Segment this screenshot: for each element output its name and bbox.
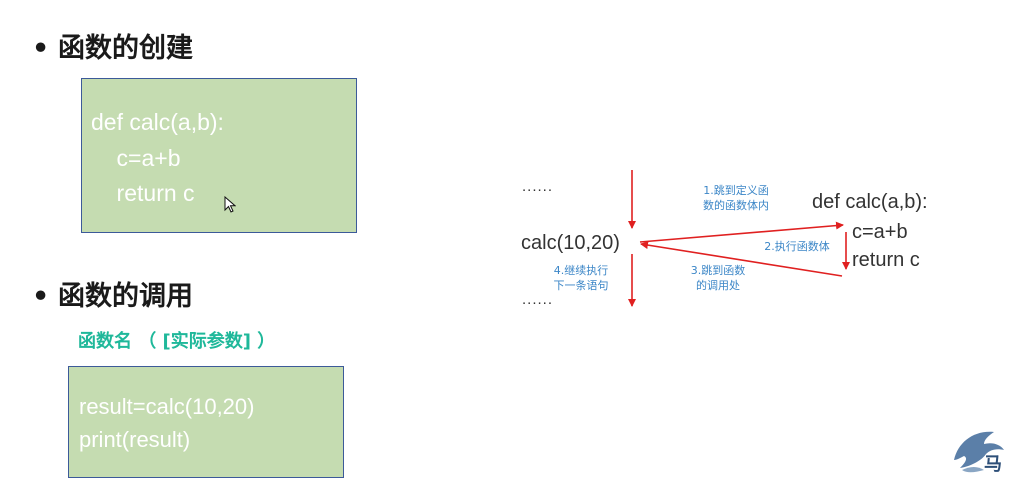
step1-note: 1.跳到定义函 数的函数体内 xyxy=(686,183,786,213)
call-title-text: 函数的调用 xyxy=(58,281,193,312)
step4-line1: 4.继续执行 xyxy=(553,264,609,277)
bullet-dot: • xyxy=(32,281,50,312)
body-line-return: return c xyxy=(852,249,920,271)
step3-note: 3.跳到函数 的调用处 xyxy=(670,263,766,293)
step4-line2: 下一条语句 xyxy=(553,279,609,292)
step2-note: 2.执行函数体 xyxy=(764,240,830,253)
body-line-assign: c=a+b xyxy=(852,221,908,243)
create-code-box: def calc(a,b): c=a+b return c xyxy=(81,78,357,233)
arrow-step1 xyxy=(639,221,844,243)
mouse-pointer-icon xyxy=(224,196,236,213)
dots-bottom: ...... xyxy=(522,291,554,308)
create-title-text: 函数的创建 xyxy=(58,33,193,64)
step3-line1: 3.跳到函数 xyxy=(690,264,746,277)
code-line-return: return c xyxy=(91,180,195,206)
brand-logo: 马 xyxy=(948,420,1010,482)
call-expression: calc(10,20) xyxy=(521,232,620,254)
arrow-step3 xyxy=(640,241,843,277)
bullet-dot: • xyxy=(32,33,50,64)
step3-line2: 的调用处 xyxy=(696,279,740,292)
code-line-result: result=calc(10,20) xyxy=(79,394,255,419)
def-line: def calc(a,b): xyxy=(812,191,928,213)
horse-logo-icon xyxy=(954,431,1004,473)
step4-note: 4.继续执行 下一条语句 xyxy=(541,263,621,293)
code-line-print: print(result) xyxy=(79,427,191,452)
step1-line1: 1.跳到定义函 xyxy=(703,184,769,197)
step1-line2: 数的函数体内 xyxy=(703,199,769,212)
code-line-assign: c=a+b xyxy=(91,145,181,171)
call-syntax-label: 函数名 （ [实际参数] ） xyxy=(78,331,276,352)
section-title-create: • 函数的创建 xyxy=(32,26,193,65)
logo-text: 马 xyxy=(984,454,1002,475)
code-line-def: def calc(a,b): xyxy=(91,109,224,135)
call-code-box: result=calc(10,20) print(result) xyxy=(68,366,344,478)
section-title-call: • 函数的调用 xyxy=(32,274,193,313)
dots-top: ...... xyxy=(522,178,554,195)
